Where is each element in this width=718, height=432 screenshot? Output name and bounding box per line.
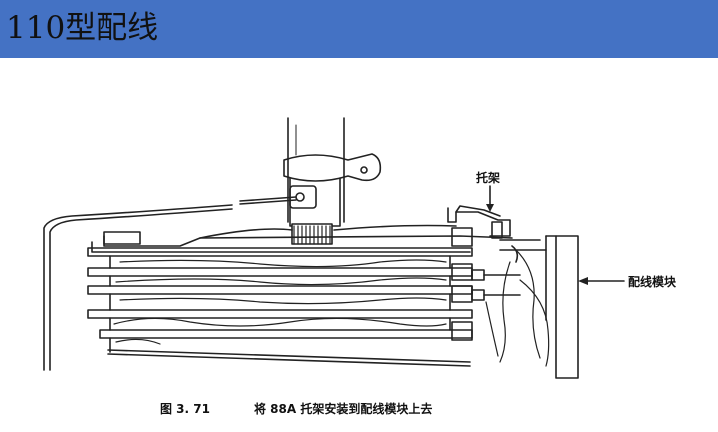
- wiring-block-label: 配线模块: [628, 274, 677, 289]
- bracket-88a: [447, 205, 547, 263]
- wiring-diagram: 托架 配线模块 图 3. 71 将 88A 托架安装到配线模块上去: [43, 117, 677, 416]
- left-cable: [43, 204, 233, 371]
- brush-tool: [291, 223, 333, 245]
- strip-end-caps: [451, 227, 521, 341]
- mounting-frame: [545, 235, 579, 379]
- figure-number: 图 3. 71: [160, 402, 210, 416]
- title-bar: [0, 0, 718, 58]
- bracket-label: 托架: [476, 170, 500, 185]
- strip-cables: [113, 259, 447, 345]
- wiring-block-top: [91, 224, 513, 253]
- left-arrow-icon: [578, 277, 588, 285]
- slide-title: 110型配线: [6, 10, 159, 46]
- right-cables: [485, 249, 550, 367]
- pole-clamp: [239, 153, 382, 227]
- pole: [287, 117, 345, 223]
- down-arrow-icon: [486, 204, 494, 212]
- figure-caption: 将 88A 托架安装到配线模块上去: [254, 401, 432, 416]
